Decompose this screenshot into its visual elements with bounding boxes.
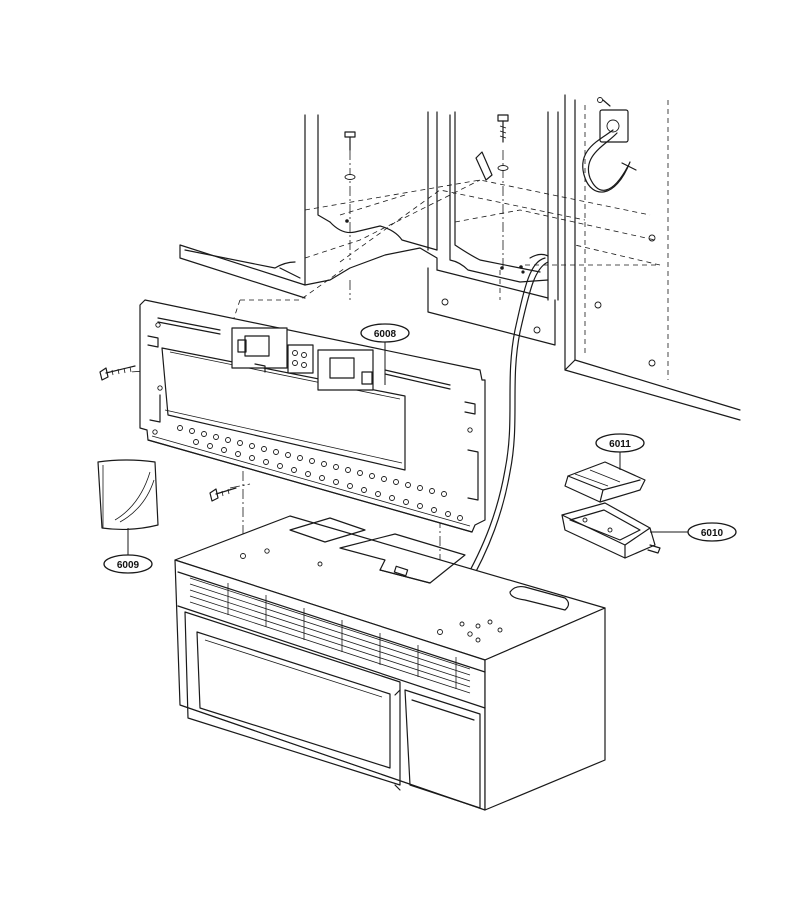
plate-holes — [152, 322, 473, 521]
callout-label-6010: 6010 — [701, 528, 724, 539]
callout-label-6011: 6011 — [609, 439, 631, 450]
installation-bag-6009 — [97, 459, 159, 531]
duct-part-6011 — [564, 461, 646, 503]
screws-and-anchors — [344, 114, 525, 274]
microwave-oven — [174, 515, 606, 811]
callout-6008: 6008 — [360, 323, 410, 385]
callout-6011: 6011 — [595, 433, 645, 470]
callout-label-6008: 6008 — [374, 329, 397, 340]
callout-6010: 6010 — [650, 522, 737, 542]
callout-label-6009: 6009 — [117, 560, 140, 571]
mounting-plate-6008 — [139, 299, 486, 533]
side-screws — [99, 365, 237, 502]
callout-6009: 6009 — [103, 528, 153, 574]
power-cord — [461, 129, 637, 589]
bracket-part-6010 — [561, 502, 661, 559]
